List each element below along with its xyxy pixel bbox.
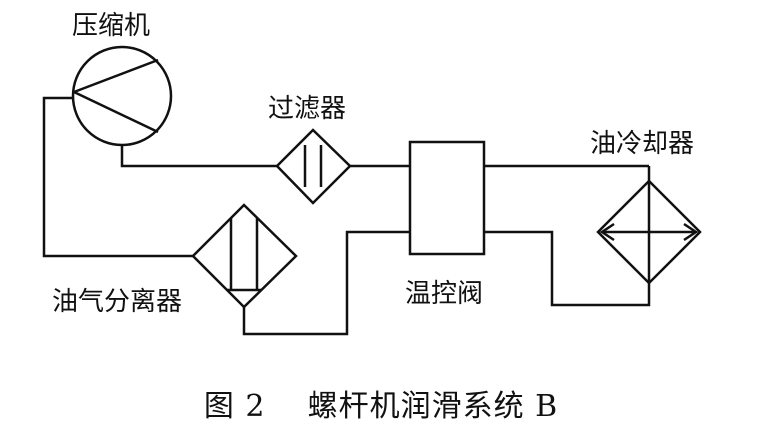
oil-gas-separator: 油气分离器 (52, 203, 298, 317)
pipe-separator-to-valve (242, 230, 410, 336)
pipe-lines (42, 96, 651, 336)
filter-diamond (275, 128, 352, 205)
oil-cooler: 油冷却器 (590, 129, 702, 285)
compressor-inlet-line (73, 58, 159, 94)
compressor-outlet-line (73, 90, 159, 134)
separator-diamond (191, 203, 298, 309)
thermostatic-valve-label: 温控阀 (405, 279, 483, 309)
oil-cooler-arrow-left (599, 222, 615, 242)
oil-cooler-label: 油冷却器 (590, 129, 694, 159)
oil-cooler-arrow-right (683, 222, 699, 242)
compressor-label: 压缩机 (72, 11, 150, 41)
compressor: 压缩机 (71, 11, 173, 147)
pipe-cooler-return (484, 230, 651, 307)
filter: 过滤器 (268, 94, 352, 205)
pipe-compressor-to-filter (120, 145, 277, 168)
filter-label: 过滤器 (268, 94, 346, 124)
separator-label: 油气分离器 (52, 287, 182, 317)
compressor-circle (71, 45, 173, 147)
thermostatic-valve-box (408, 140, 486, 256)
thermostatic-valve: 温控阀 (405, 140, 486, 309)
pipe-compressor-to-separator (42, 96, 193, 258)
figure-caption: 图 2 螺杆机润滑系统 B (204, 389, 558, 424)
